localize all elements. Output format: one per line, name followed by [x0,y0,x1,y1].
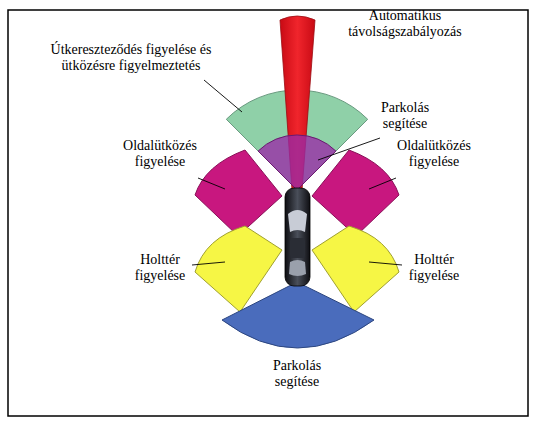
zone-label: Útkereszteződés figyelése és ütközésre f… [36,42,226,74]
zone-label: Oldalütközés figyelése [115,138,205,170]
zone-label: Automatikus távolságszabályozás [330,8,480,40]
zone-label: Parkolás segítése [262,358,332,390]
zone-label: Holttér figyelése [399,252,469,284]
zone-label: Parkolás segítése [370,100,440,132]
frame [8,10,528,416]
zone-label: Oldalütközés figyelése [389,138,479,170]
side-collision-zone [195,150,282,236]
leader-lines [192,80,402,265]
rear-parking-zone [222,282,374,348]
car [285,188,310,286]
zone-label: Holttér figyelése [125,252,195,284]
side-collision-zone [312,150,399,236]
